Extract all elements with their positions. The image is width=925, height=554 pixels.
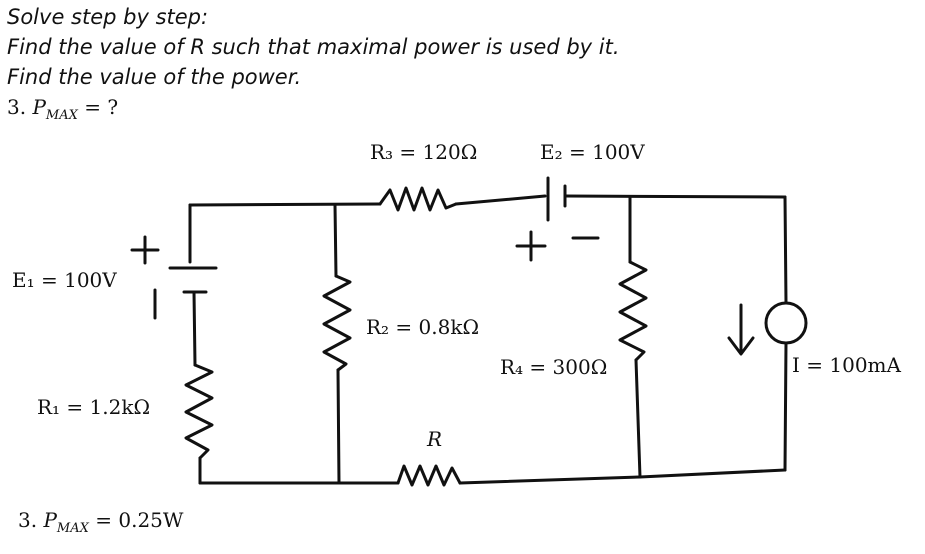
problem-line-1: Solve step by step: bbox=[7, 5, 209, 29]
current-label: I = 100mA bbox=[792, 353, 902, 377]
wire-right-upper bbox=[783, 195, 788, 305]
r3-label: R₃ = 120Ω bbox=[370, 140, 477, 164]
e2-label: E₂ = 100V bbox=[540, 140, 645, 164]
question-subscript: MAX bbox=[45, 108, 78, 123]
problem-line-3: Find the value of the power. bbox=[7, 65, 302, 89]
wire-top-right bbox=[563, 194, 787, 199]
e2-plus-sign bbox=[515, 230, 547, 262]
question-symbol: P bbox=[32, 95, 46, 119]
r4-label: R₄ = 300Ω bbox=[500, 355, 607, 379]
answer-subscript: MAX bbox=[56, 521, 89, 536]
wire-r3-e2 bbox=[454, 194, 547, 206]
problem-statement: Solve step by step: Find the value of R … bbox=[7, 2, 907, 131]
wire-r2-top bbox=[333, 203, 338, 278]
answer-value: = 0.25W bbox=[88, 508, 184, 532]
r3-resistor bbox=[378, 186, 458, 212]
wire-e1-r1 bbox=[192, 290, 197, 367]
wire-bottom-right bbox=[458, 468, 787, 485]
problem-line-2: Find the value of R such that maximal po… bbox=[7, 35, 620, 59]
current-arrow-head bbox=[727, 336, 755, 356]
wire-r4-bottom bbox=[634, 358, 642, 479]
current-source bbox=[764, 301, 808, 345]
answer-number: 3. bbox=[18, 508, 38, 532]
r2-resistor bbox=[322, 274, 352, 372]
r1-resistor bbox=[184, 363, 214, 460]
question-number: 3. bbox=[7, 95, 27, 119]
answer-symbol: P bbox=[43, 508, 57, 532]
wire-right-lower bbox=[783, 341, 788, 472]
wire-top-left bbox=[188, 202, 382, 207]
r4-resistor bbox=[618, 260, 648, 362]
question-line: 3. PMAX = ? bbox=[7, 92, 907, 131]
wire-r2-bottom bbox=[336, 368, 341, 485]
r1-label: R₁ = 1.2kΩ bbox=[37, 395, 150, 419]
e1-label: E₁ = 100V bbox=[12, 268, 117, 292]
r-label: R bbox=[426, 427, 442, 451]
answer-line: 3. PMAX = 0.25W bbox=[18, 508, 183, 536]
r2-label: R₂ = 0.8kΩ bbox=[366, 315, 479, 339]
r-resistor bbox=[396, 464, 462, 487]
e1-plus-sign bbox=[130, 235, 160, 265]
question-suffix: = ? bbox=[77, 95, 119, 119]
